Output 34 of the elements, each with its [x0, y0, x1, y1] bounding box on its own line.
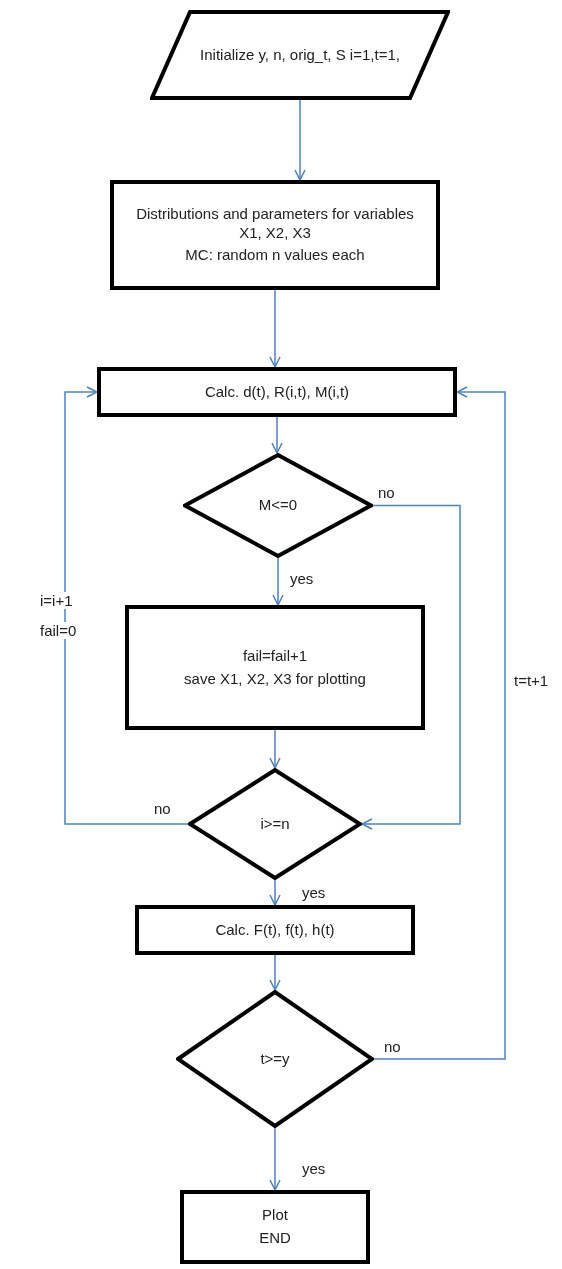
box-text: Initialize y, n, orig_t, S i=1,t=1,: [200, 45, 400, 65]
box-text: M<=0: [258, 496, 298, 515]
arrow: [294, 99, 306, 181]
arrow: [269, 879, 281, 906]
decision-diamond: [183, 453, 373, 558]
decision-diamond: [188, 768, 362, 880]
box-text: Calc. F(t), f(t), h(t): [215, 920, 335, 940]
input-parallelogram: [150, 10, 450, 100]
process-box: [135, 905, 415, 955]
box-text: Calc. d(t), R(i,t), M(i,t): [204, 382, 350, 402]
box-text: t>=y: [260, 1049, 290, 1069]
process-box: [180, 1190, 370, 1264]
arrow: [269, 729, 281, 769]
arrow: [373, 386, 506, 1060]
box-text: i>=n: [260, 814, 290, 834]
process-box: [125, 605, 425, 730]
arrow: [269, 954, 281, 991]
decision-diamond: [176, 990, 374, 1128]
box-text: Plot: [262, 1206, 288, 1225]
arrow: [64, 386, 189, 825]
loop-note: fail=0: [38, 622, 79, 639]
process-box: [110, 180, 440, 290]
arrow: [269, 289, 281, 368]
box-text: MC: random n values each: [185, 246, 365, 266]
box-text: fail=fail+1: [242, 646, 308, 666]
arrow: [271, 416, 283, 454]
arrow: [269, 1127, 281, 1191]
box-text: END: [259, 1229, 291, 1248]
loop-note: i=i+1: [38, 592, 75, 609]
process-box: [97, 367, 457, 417]
arrow: [361, 504, 461, 830]
arrow: [272, 557, 284, 606]
box-text: save X1, X2, X3 for plotting: [184, 669, 366, 689]
box-text: Distributions and parameters for variables X1, X2, X3: [135, 204, 415, 243]
